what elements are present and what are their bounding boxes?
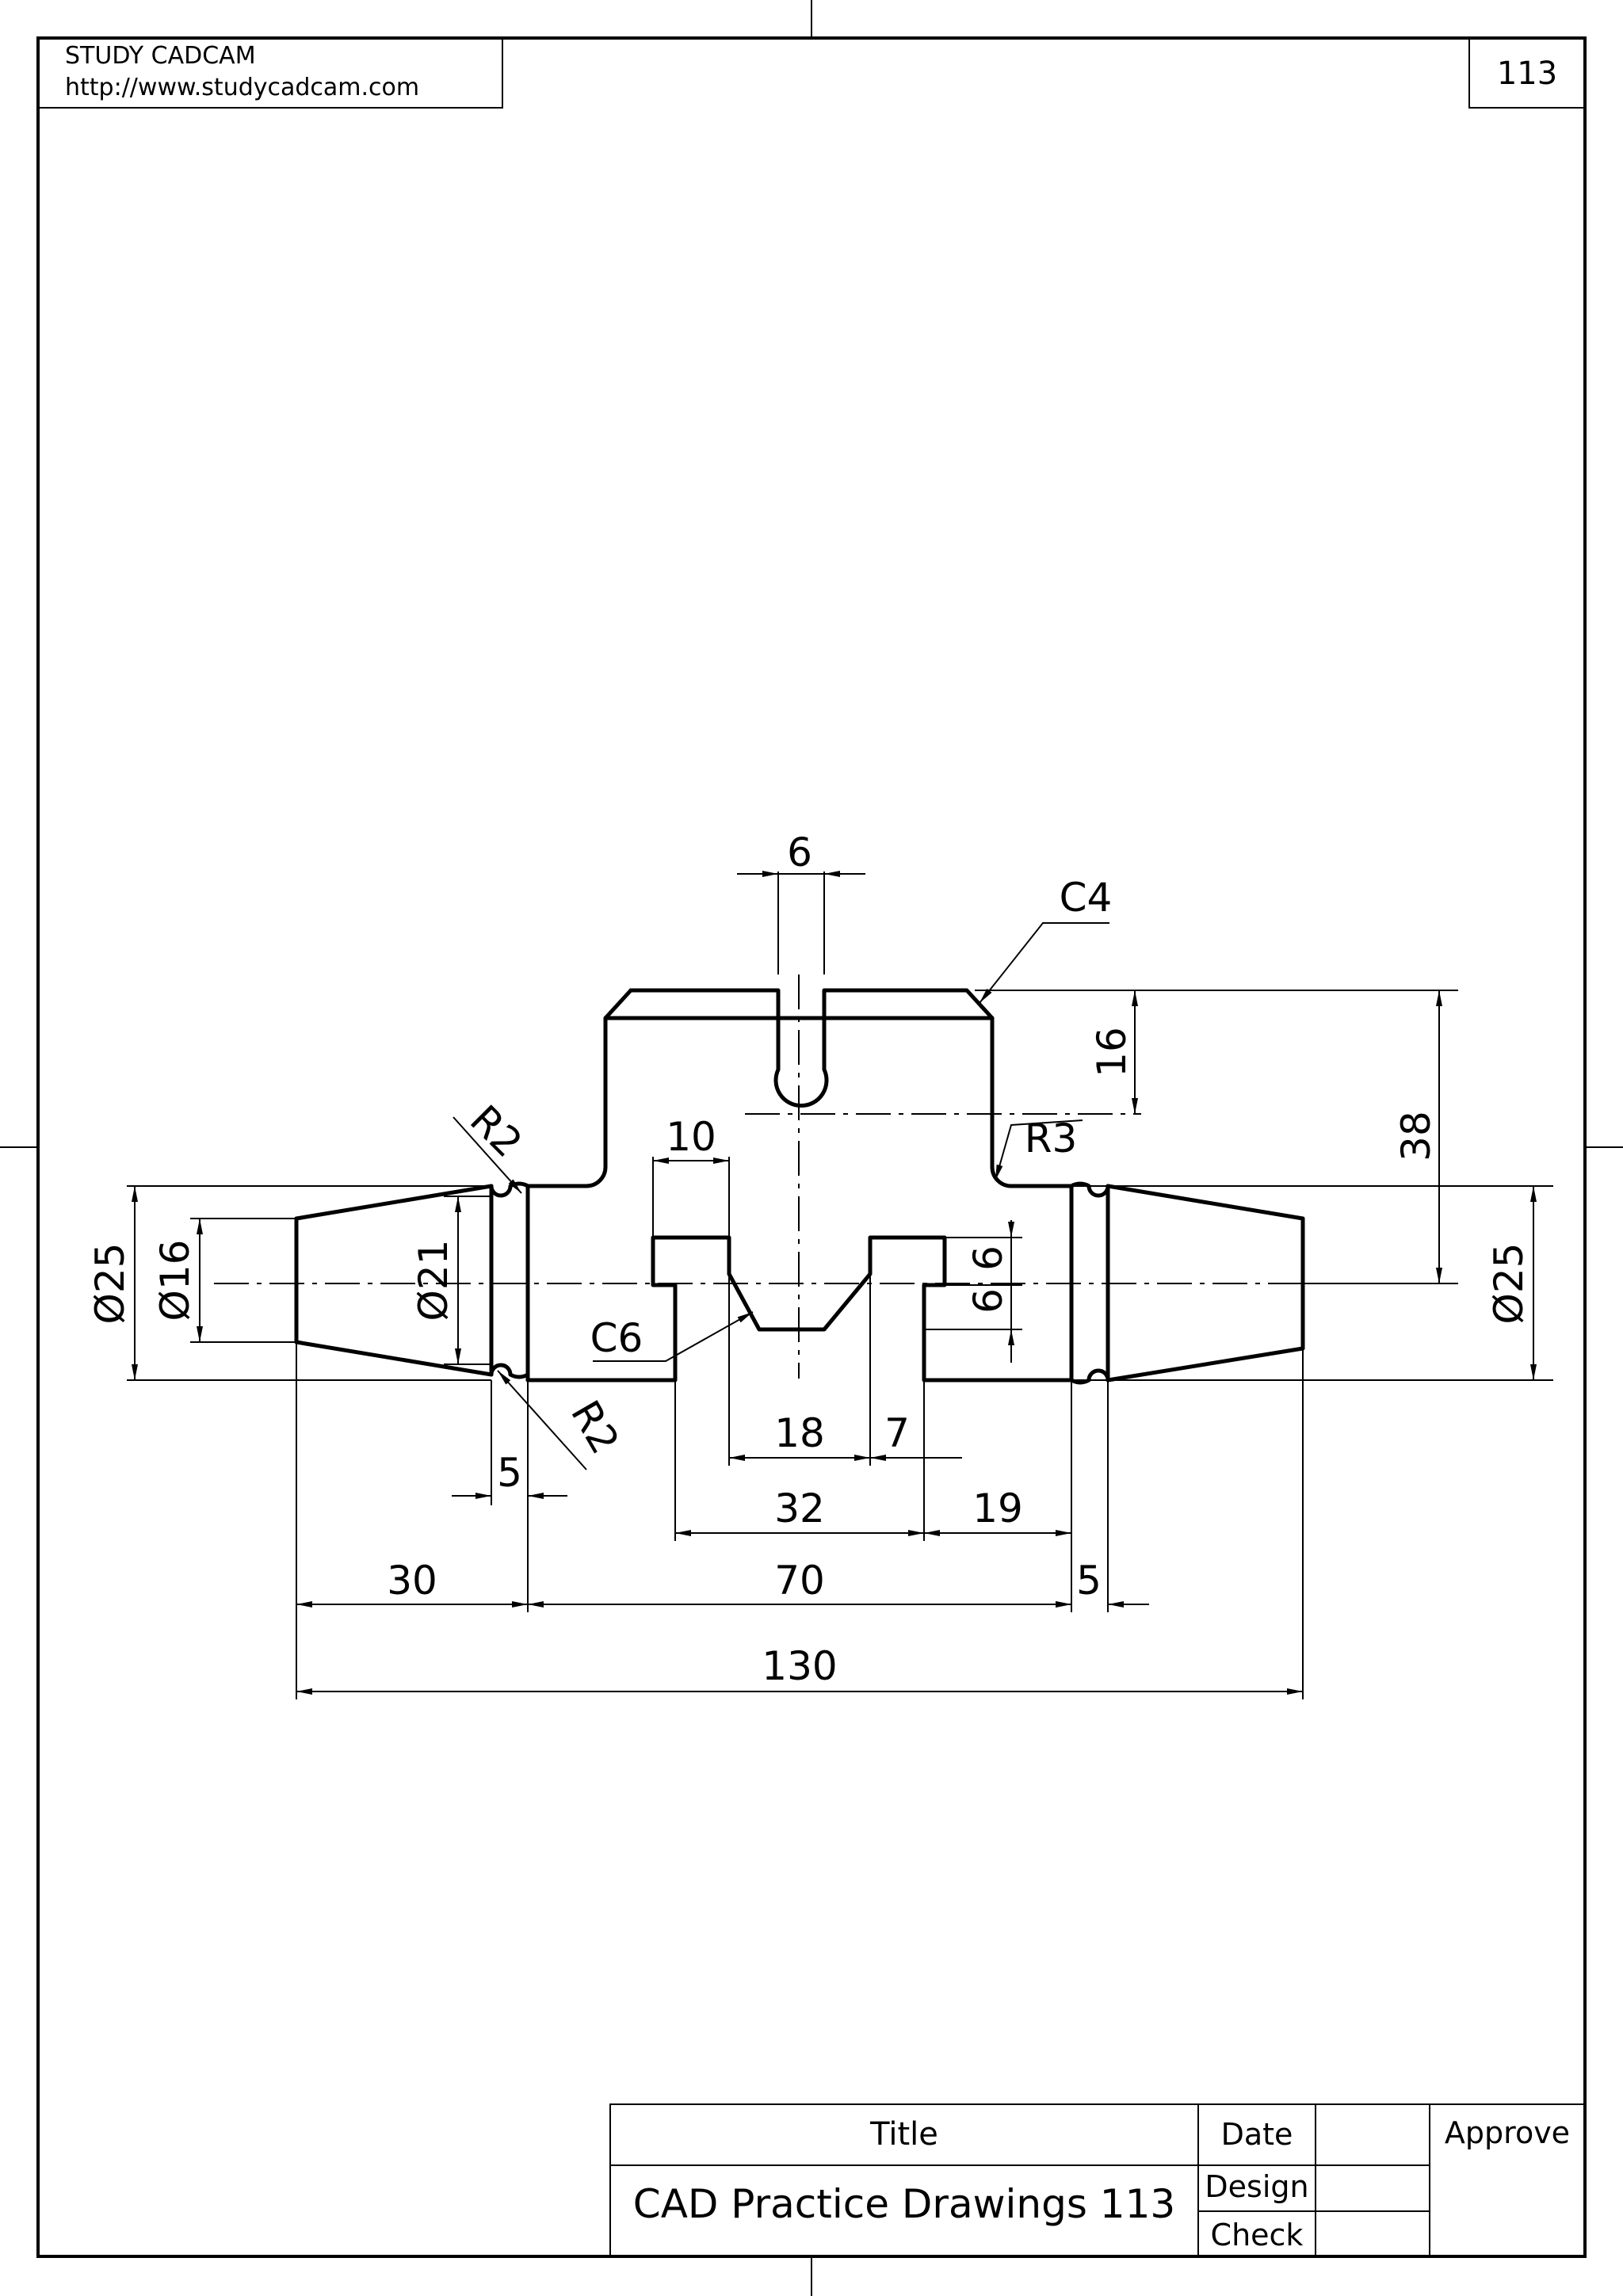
dim-groove-width-right: 5 [1076, 1558, 1102, 1604]
dim-left-taper-length: 30 [387, 1558, 437, 1604]
dim-step-upper: 6 [965, 1245, 1011, 1271]
design-label: Design [1205, 2169, 1308, 2204]
dim-step-lower: 6 [965, 1288, 1011, 1314]
company-name: STUDY CADCAM [65, 42, 256, 70]
dim-overall-length: 130 [762, 1643, 837, 1689]
dimension-lines [132, 871, 1537, 1695]
dim-groove-width-left: 5 [497, 1450, 522, 1496]
part-outline [294, 988, 1305, 1385]
company-box [37, 37, 503, 109]
dim-overall-height: 38 [1393, 1111, 1439, 1161]
check-label: Check [1211, 2218, 1304, 2252]
sheet-number: 113 [1497, 55, 1557, 92]
date-label: Date [1221, 2117, 1293, 2152]
drawing-title: CAD Practice Drawings 113 [633, 2181, 1175, 2227]
dim-right-outer-dia: Ø25 [1486, 1243, 1532, 1325]
dim-fillet-top-left: R2 [461, 1097, 531, 1166]
sheet-number-box [1468, 37, 1586, 109]
approve-label: Approve [1445, 2115, 1570, 2150]
dim-slot-width: 6 [787, 830, 812, 875]
dim-groove-dia: Ø21 [411, 1240, 456, 1322]
dim-top-height: 16 [1089, 1027, 1135, 1077]
company-url: http://www.studycadcam.com [65, 74, 419, 101]
dim-right-block: 19 [972, 1486, 1023, 1531]
dim-slot-offset: 10 [666, 1114, 716, 1160]
dim-fillet-bottom-left: R2 [562, 1393, 628, 1462]
dim-pocket-width: 32 [774, 1486, 825, 1531]
dim-body-length: 70 [774, 1558, 825, 1604]
title-block: Title CAD Practice Drawings 113 Date Des… [609, 2103, 1586, 2257]
dim-vee-width: 18 [774, 1410, 825, 1456]
title-label: Title [869, 2116, 938, 2153]
dim-top-chamfer: C4 [1060, 875, 1113, 921]
dim-vee-chamfer: C6 [590, 1315, 643, 1361]
dim-vee-offset: 7 [884, 1410, 910, 1456]
dim-left-outer-dia: Ø25 [87, 1243, 133, 1325]
center-lines [214, 974, 1426, 1379]
dim-left-end-dia: Ø16 [152, 1240, 198, 1322]
extension-lines [127, 871, 1553, 1699]
sheet-border [36, 36, 1587, 2258]
dim-fillet-top-right: R3 [1025, 1116, 1078, 1161]
dimension-text: 6 C4 16 38 R2 R3 10 Ø25 Ø16 Ø21 Ø25 C6 6… [87, 830, 1532, 1689]
